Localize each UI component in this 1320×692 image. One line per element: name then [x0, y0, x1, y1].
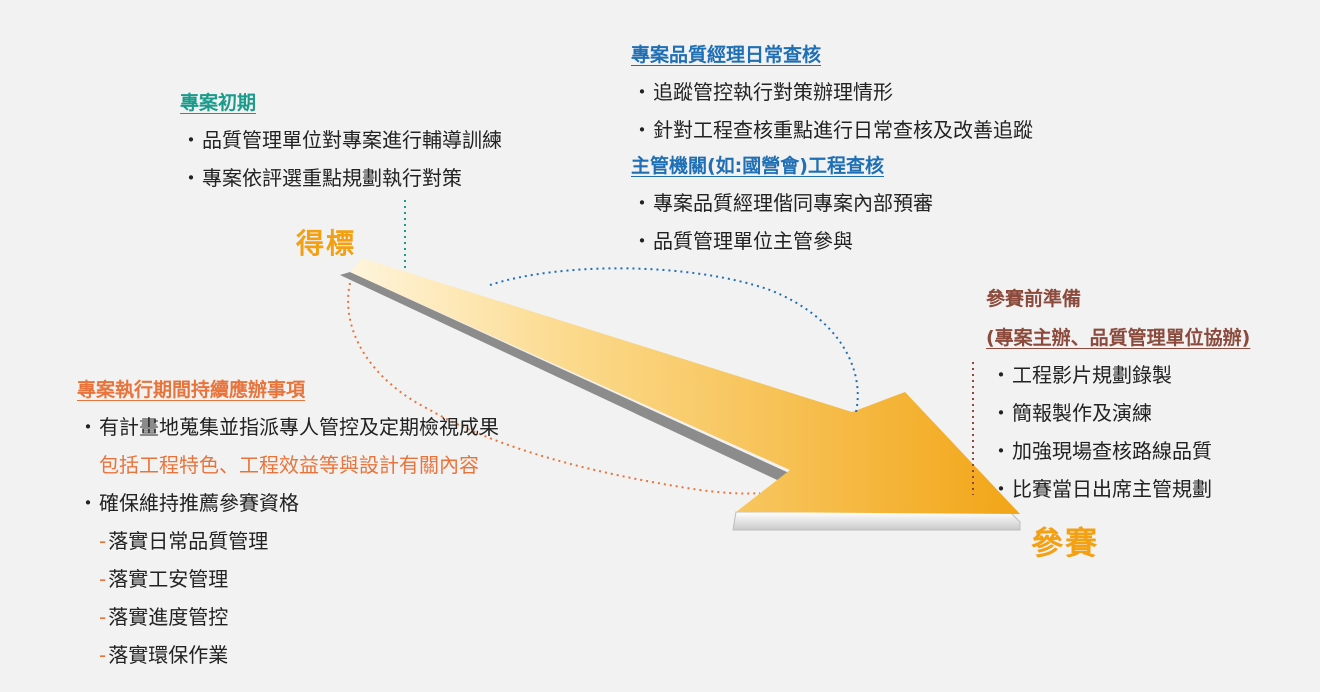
daily-check-heading: 專案品質經理日常查核	[631, 44, 822, 66]
start-label: 得標	[296, 227, 357, 260]
arrow-body	[350, 258, 1020, 514]
prep-block: 參賽前準備 (專案主辦、品質管理單位協辦) ・工程影片規劃錄製 ・簡報製作及演練…	[986, 284, 1250, 508]
agency-check-heading: 主管機關(如:國營會)工程查核	[631, 155, 884, 177]
list-item: ・加強現場查核路線品質	[991, 439, 1212, 463]
connector-execution-arc	[347, 282, 761, 495]
list-item: ・有計畫地蒐集並指派專人管控及定期檢視成果	[78, 415, 499, 439]
execution-note: 包括工程特色、工程效益等與設計有關內容	[99, 453, 479, 477]
execution-heading: 專案執行期間持續應辦事項	[77, 379, 306, 401]
initial-phase-block: 專案初期 ・品質管理單位對專案進行輔導訓練 ・專案依評選重點規劃執行對策	[180, 88, 502, 197]
sub-list-item: -落實工安管理	[99, 567, 229, 591]
execution-block: 專案執行期間持續應辦事項 ・有計畫地蒐集並指派專人管控及定期檢視成果 包括工程特…	[77, 375, 499, 674]
list-item: ・品質管理單位主管參與	[632, 229, 853, 253]
daily-check-block: 專案品質經理日常查核 ・追蹤管控執行對策辦理情形 ・針對工程查核重點進行日常查核…	[631, 40, 1033, 260]
sub-list-item: -落實日常品質管理	[99, 529, 269, 553]
list-item: ・工程影片規劃錄製	[991, 363, 1172, 387]
list-item: ・針對工程查核重點進行日常查核及改善追蹤	[632, 118, 1033, 142]
list-item: ・專案依評選重點規劃執行對策	[181, 166, 462, 190]
list-item: ・追蹤管控執行對策辦理情形	[632, 80, 893, 104]
sub-list-item: -落實環保作業	[99, 643, 229, 667]
list-item: ・專案品質經理偕同專案內部預審	[632, 191, 933, 215]
list-item: ・簡報製作及演練	[991, 401, 1152, 425]
sub-list-item: -落實進度管控	[99, 605, 229, 629]
connector-daily-arc	[489, 267, 859, 413]
list-item: ・確保維持推薦參賽資格	[78, 491, 299, 515]
list-item: ・比賽當日出席主管規劃	[991, 477, 1212, 501]
arrow-shadow	[340, 272, 800, 486]
end-label: 參賽	[1031, 524, 1100, 562]
prep-heading: 參賽前準備	[986, 288, 1082, 310]
prep-subheading: (專案主辦、品質管理單位協辦)	[986, 327, 1251, 349]
arrow-base-plate	[732, 511, 1021, 531]
list-item: ・品質管理單位對專案進行輔導訓練	[181, 128, 502, 152]
initial-phase-heading: 專案初期	[180, 92, 257, 114]
